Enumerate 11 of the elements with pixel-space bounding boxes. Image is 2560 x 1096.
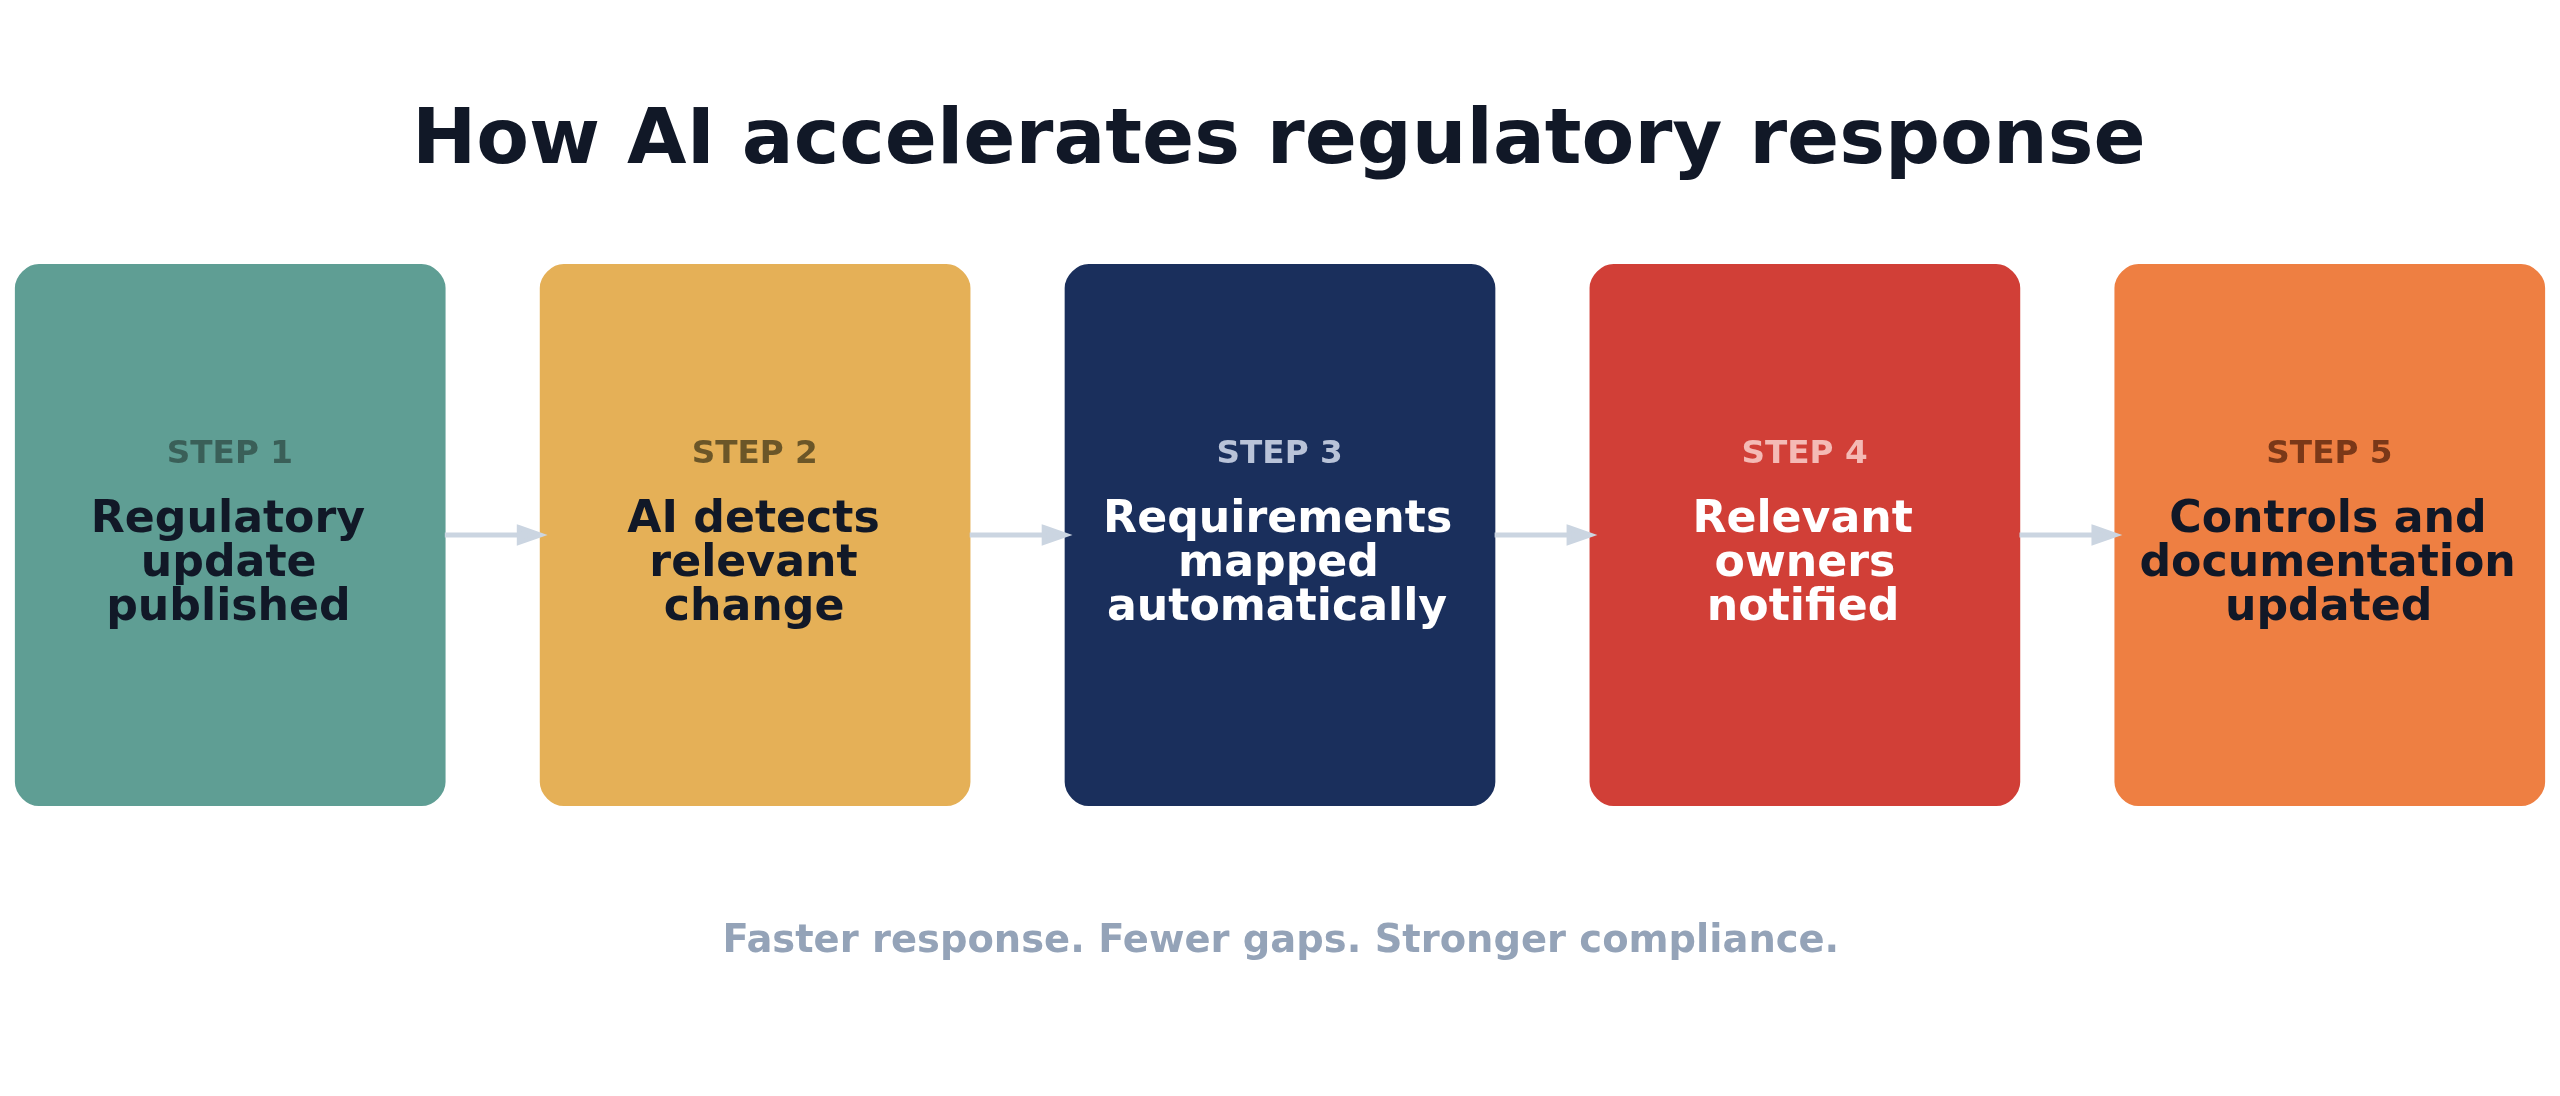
node-box: STEP 4 Relevant owners notified — [1589, 263, 2021, 807]
node-box: STEP 1 Regulatory update published — [14, 263, 446, 807]
diagram-title: How AI accelerates regulatory response — [411, 91, 2146, 181]
arrow — [1494, 524, 1598, 546]
node-box: STEP 2 AI detects relevant change — [539, 263, 971, 807]
node-box: STEP 5 Controls and documentation updated — [2114, 263, 2546, 807]
node-box: STEP 3 Requirements mapped automatically — [1064, 263, 1496, 807]
arrow — [444, 524, 548, 546]
caption: Faster response. Fewer gaps. Stronger compliance. — [722, 916, 1840, 962]
arrow — [2019, 524, 2123, 546]
arrow — [969, 524, 1073, 546]
